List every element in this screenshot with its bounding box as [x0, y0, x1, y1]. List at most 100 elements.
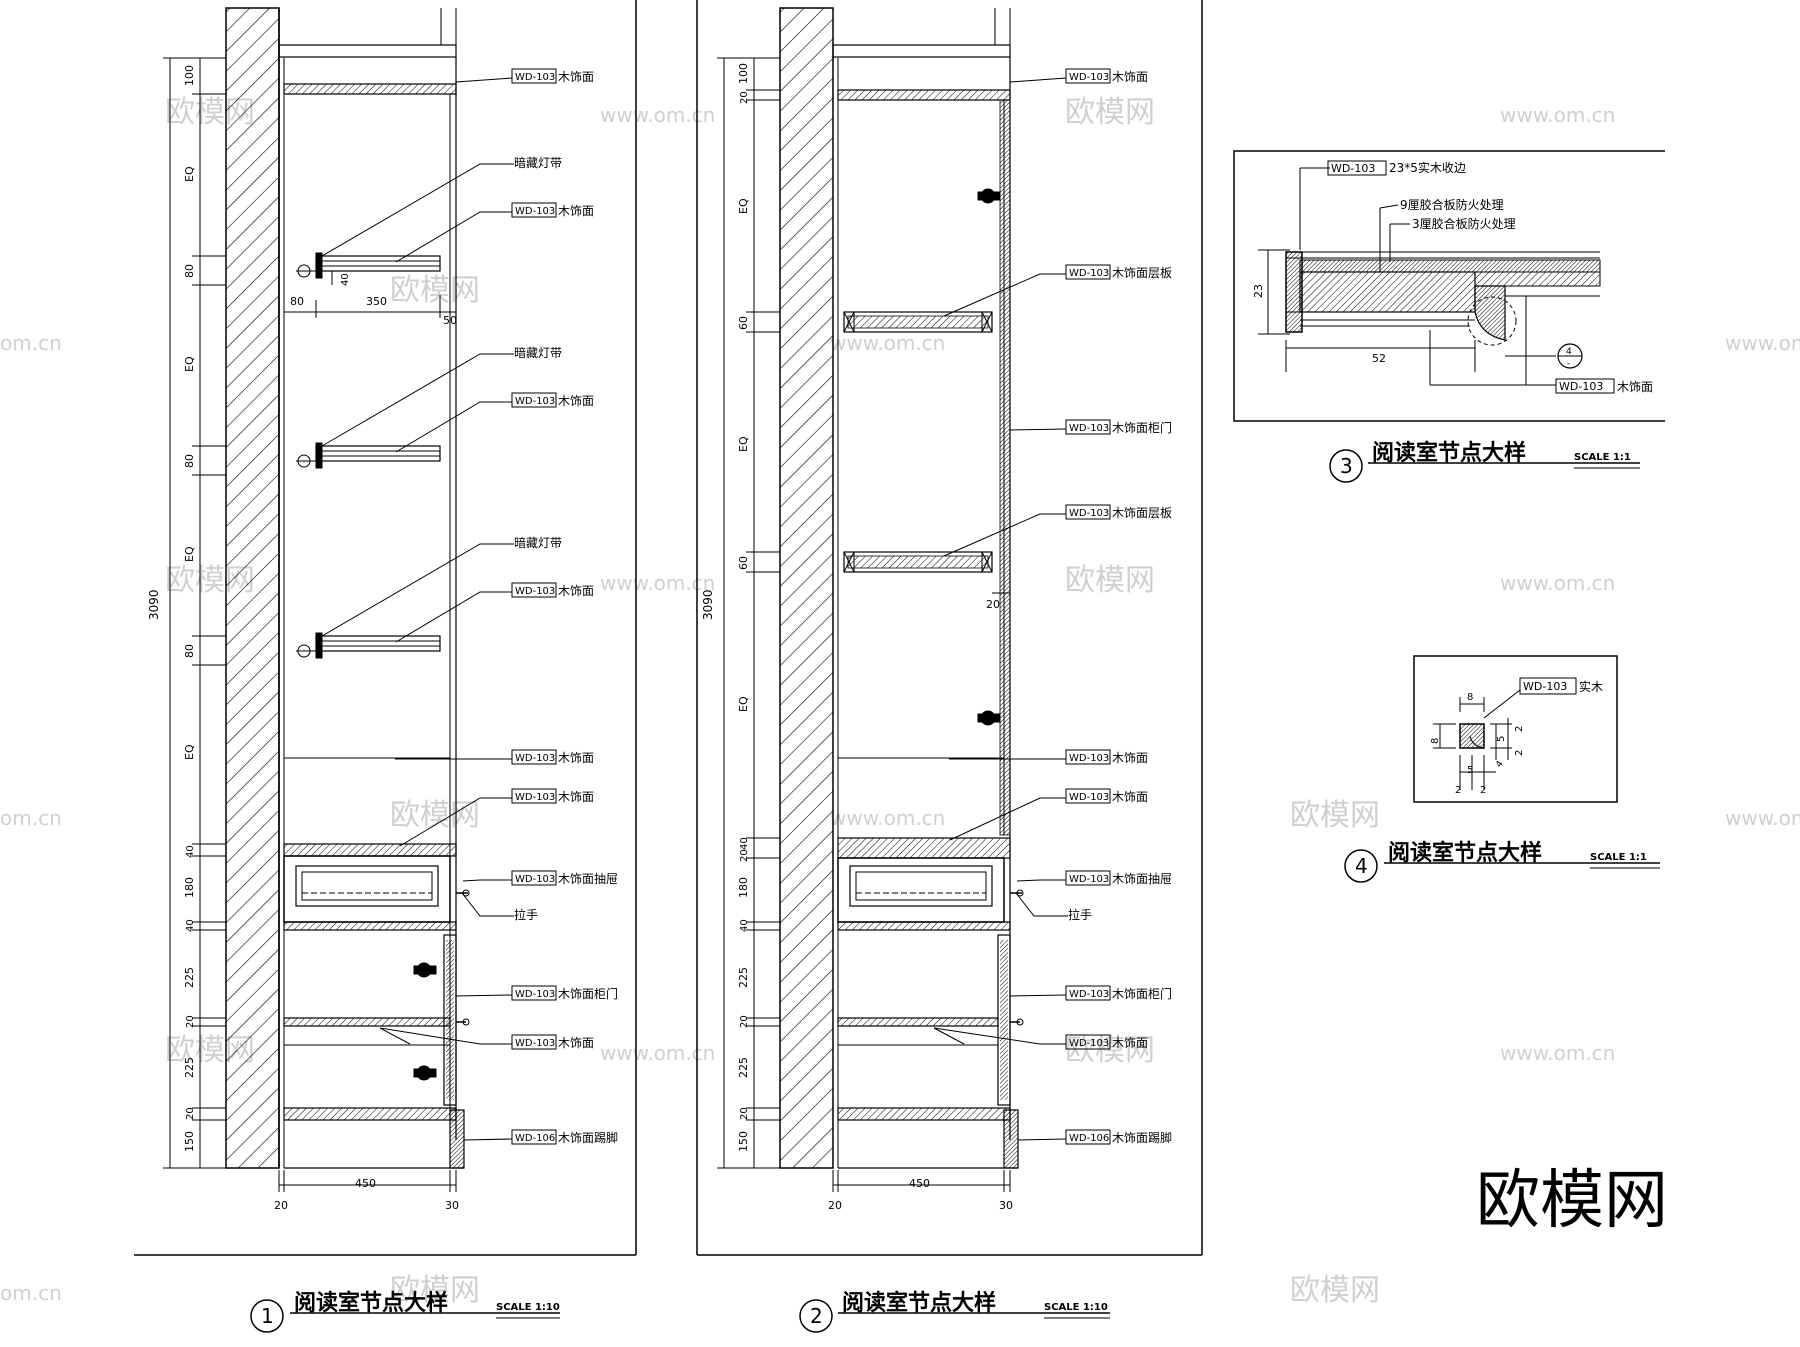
detail-frame	[1233, 150, 1665, 422]
ceiling-line	[832, 44, 1011, 58]
dim-label: 4	[1494, 759, 1506, 770]
material-label: 23*5实木收边	[1389, 160, 1466, 175]
note-label: 9厘胶合板防火处理	[1400, 197, 1504, 212]
dim-label: 3090	[147, 589, 161, 620]
dim-label: 8	[1467, 692, 1473, 703]
shelf	[843, 311, 993, 333]
drawer	[837, 857, 1005, 923]
material-code: WD-106	[1069, 1133, 1109, 1144]
watermark-url: www.om.cn	[1725, 331, 1800, 355]
dim-label: 5	[1467, 765, 1473, 776]
material-code: WD-103	[515, 1038, 555, 1049]
note-tag: 暗藏灯带	[321, 345, 562, 447]
watermark-url: www.om.cn	[600, 1041, 715, 1065]
watermark-brand: 欧模网	[390, 1273, 480, 1308]
detail-1	[134, 0, 637, 1256]
detail-4	[1413, 655, 1618, 803]
material-label: 木饰面踢脚	[1112, 1130, 1172, 1145]
dim-label: 100	[183, 65, 196, 86]
detail-scale: SCALE 1:10	[1044, 1302, 1108, 1313]
shelf	[296, 632, 441, 659]
dim-label: 20	[185, 1107, 196, 1120]
top-panel	[837, 89, 1011, 101]
inner-shelf	[283, 1017, 451, 1027]
material-code: WD-103	[1523, 680, 1567, 693]
dim-label: 8	[1430, 738, 1441, 744]
detail-scale: SCALE 1:10	[496, 1302, 560, 1313]
dim-label: 150	[737, 1131, 750, 1152]
dim-label: 5	[1496, 736, 1507, 742]
dim-label: EQ	[737, 198, 750, 214]
dim-label: 450	[355, 1177, 376, 1190]
material-label: 木饰面	[1112, 751, 1148, 765]
detail-1-dim-text: 3090 100 EQ 80 EQ 80 EQ 80 EQ 40 180 40 …	[147, 65, 459, 1212]
note-label: 拉手	[514, 907, 538, 922]
dim-label: 180	[183, 877, 196, 898]
detail-2-dim-text: 3090 100 20 EQ 60 EQ 60 EQ 40 20 180 40 …	[701, 63, 1013, 1212]
detail-number: 1	[261, 1304, 274, 1328]
dim-label: 80	[183, 264, 196, 278]
detail-title: 1 阅读室节点大样 SCALE 1:10	[250, 1290, 560, 1333]
note-tag: 暗藏灯带	[321, 155, 562, 257]
dim-label: 225	[737, 967, 750, 988]
dim-label: 20	[986, 598, 1000, 611]
detail-4-text: 8 8 5 2 2 5 2 2 4	[1430, 692, 1525, 796]
watermark-brand: 欧模网	[390, 273, 480, 308]
detail-number-circle	[1344, 849, 1378, 883]
dim-label: 225	[183, 967, 196, 988]
material-code: WD-103	[515, 72, 555, 83]
dim-label: 20	[739, 849, 750, 862]
material-label: 木饰面	[558, 394, 594, 408]
watermark-url: www.om.cn	[600, 571, 715, 595]
dim-label: 60	[737, 316, 750, 330]
watermark-url: om.cn	[0, 1281, 62, 1305]
shelf	[296, 252, 441, 279]
note-label: 暗藏灯带	[514, 345, 562, 360]
detail-scale: SCALE 1:1	[1574, 452, 1631, 463]
dim-label: 20	[274, 1199, 288, 1212]
material-label: 木饰面	[558, 584, 594, 598]
brand-logo-text: 欧模网	[1476, 1164, 1668, 1238]
note-tag: 暗藏灯带	[321, 535, 562, 637]
dim-label: 30	[999, 1199, 1013, 1212]
wall-section	[225, 7, 280, 1169]
detail-title-text: 阅读室节点大样	[294, 1290, 448, 1316]
note-tag: 拉手	[1015, 892, 1092, 922]
dim-label: 180	[737, 877, 750, 898]
dim-label: 40	[739, 919, 750, 932]
detail-number-circle	[250, 1299, 284, 1333]
dim-label: 3090	[701, 589, 715, 620]
material-code: WD-103	[515, 396, 555, 407]
material-label: 木饰面层板	[1112, 506, 1172, 520]
material-code: WD-103	[515, 586, 555, 597]
detail-frame	[1413, 655, 1618, 803]
material-code: WD-103	[1069, 792, 1109, 803]
watermark-brand: 欧模网	[1290, 798, 1380, 833]
watermark-brand: 欧模网	[1290, 1273, 1380, 1308]
detail-3-text: 23 52 4 -	[1252, 284, 1572, 369]
material-label: 木饰面	[558, 204, 594, 218]
material-code: WD-103	[1069, 72, 1109, 83]
material-code: WD-103	[1069, 874, 1109, 885]
material-label: 木饰面层板	[1112, 266, 1172, 280]
dim-label: 80	[183, 454, 196, 468]
ceiling-line	[278, 44, 457, 58]
plywood-9mm	[1299, 271, 1476, 313]
dim-label: 350	[366, 295, 387, 308]
